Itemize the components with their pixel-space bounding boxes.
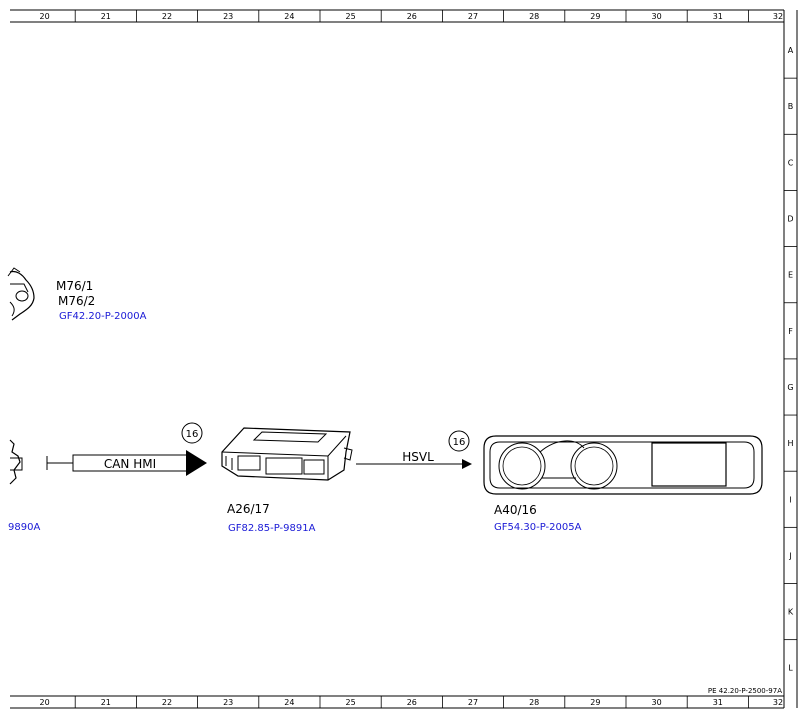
can-hmi-arrow-icon xyxy=(186,450,207,476)
column-label-top: 28 xyxy=(529,12,539,21)
m76-reference-link[interactable]: GF42.20-P-2000A xyxy=(59,311,147,322)
column-label-bottom: 29 xyxy=(590,698,600,707)
row-label: I xyxy=(789,495,791,504)
column-label-bottom: 24 xyxy=(284,698,294,707)
can-hmi-callout: 16 xyxy=(181,422,203,444)
hsvl-bus xyxy=(356,459,472,469)
column-label-top: 30 xyxy=(652,12,662,21)
column-label-top: 29 xyxy=(590,12,600,21)
m76-2-code: M76/2 xyxy=(58,294,95,308)
row-label: H xyxy=(787,439,793,448)
a26-17-reference-link[interactable]: GF82.85-P-9891A xyxy=(228,523,316,534)
column-label-top: 32 xyxy=(773,12,783,21)
column-label-bottom: 30 xyxy=(652,698,662,707)
column-label-top: 20 xyxy=(40,12,50,21)
row-label: E xyxy=(788,271,793,280)
column-label-bottom: 21 xyxy=(101,698,111,707)
a26-17-control-unit-drawing xyxy=(221,427,353,481)
svg-text:16: 16 xyxy=(453,437,466,448)
column-label-bottom: 26 xyxy=(407,698,417,707)
can-hmi-label: CAN HMI xyxy=(104,457,156,471)
a40-16-code: A40/16 xyxy=(494,503,537,517)
m76-component-drawing xyxy=(7,267,35,321)
column-label-top: 25 xyxy=(346,12,356,21)
row-label: D xyxy=(787,215,793,224)
a40-16-instrument-cluster-drawing xyxy=(483,435,763,495)
row-label: C xyxy=(788,158,794,167)
column-label-bottom: 20 xyxy=(40,698,50,707)
column-label-top: 27 xyxy=(468,12,478,21)
column-ruler-bottom: 20 21 22 23 24 25 26 27 28 29 30 31 32 xyxy=(40,696,783,708)
svg-text:16: 16 xyxy=(186,429,199,440)
column-label-bottom: 22 xyxy=(162,698,172,707)
row-label: F xyxy=(788,327,793,336)
row-label: G xyxy=(787,383,793,392)
diagram-frame xyxy=(10,9,798,709)
a26-17-code: A26/17 xyxy=(227,502,270,516)
hsvl-arrow-icon xyxy=(462,459,472,469)
column-label-top: 26 xyxy=(407,12,417,21)
can-hmi-bus xyxy=(46,450,207,476)
column-label-bottom: 25 xyxy=(346,698,356,707)
row-label: J xyxy=(788,551,791,560)
hsvl-callout: 16 xyxy=(448,430,470,452)
column-label-top: 24 xyxy=(284,12,294,21)
row-label: K xyxy=(788,608,794,617)
row-label: L xyxy=(788,664,793,673)
column-label-bottom: 23 xyxy=(223,698,233,707)
column-label-top: 21 xyxy=(101,12,111,21)
column-label-top: 22 xyxy=(162,12,172,21)
column-label-top: 31 xyxy=(713,12,723,21)
column-label-bottom: 31 xyxy=(713,698,723,707)
left-partial-reference-link[interactable]: 9890A xyxy=(8,522,40,533)
a40-16-reference-link[interactable]: GF54.30-P-2005A xyxy=(494,522,582,533)
row-label: A xyxy=(788,46,794,55)
column-label-top: 23 xyxy=(223,12,233,21)
left-partial-component-drawing xyxy=(9,439,23,485)
row-ruler-right: A B C D E F G H I J K L xyxy=(784,46,797,673)
row-label: B xyxy=(788,102,794,111)
column-label-bottom: 27 xyxy=(468,698,478,707)
column-ruler-top: 20 21 22 23 24 25 26 27 28 29 30 31 32 xyxy=(40,10,783,22)
column-label-bottom: 32 xyxy=(773,698,783,707)
column-label-bottom: 28 xyxy=(529,698,539,707)
m76-1-code: M76/1 xyxy=(56,279,93,293)
hsvl-label: HSVL xyxy=(402,450,434,464)
document-id: PE 42.20-P-2500-97A xyxy=(708,687,782,695)
